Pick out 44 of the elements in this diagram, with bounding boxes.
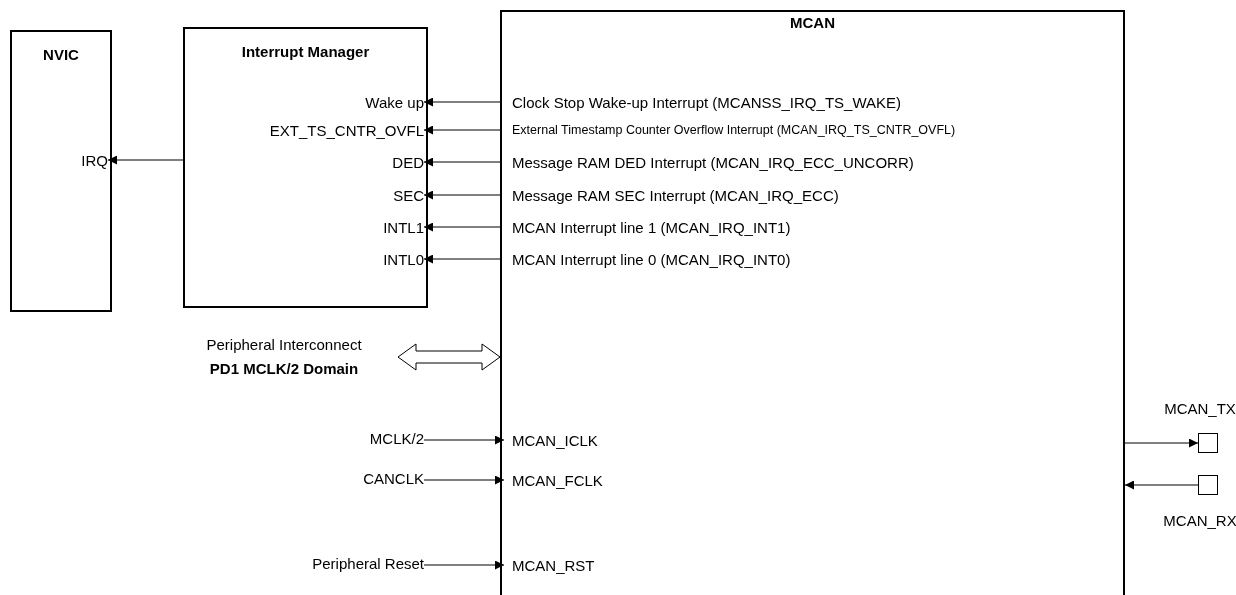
pin-label: MCAN_RX	[1163, 512, 1236, 529]
signal-label: Message RAM SEC Interrupt (MCAN_IRQ_ECC)	[504, 184, 1119, 206]
block-title: Interrupt Manager	[240, 43, 371, 60]
bus-label: Peripheral Interconnect	[206, 335, 362, 355]
signal-label: DED	[192, 151, 424, 173]
domain-label: PD1 MCLK/2 Domain	[209, 359, 359, 379]
block-title: MCAN	[789, 14, 836, 31]
signal-label: External Timestamp Counter Overflow Interrupt (MCAN_IRQ_TS_CNTR_OVFL)	[504, 119, 1119, 141]
signal-label: SEC	[192, 184, 424, 206]
signal-label: MCAN Interrupt line 1 (MCAN_IRQ_INT1)	[504, 216, 1119, 238]
arrow	[1124, 480, 1199, 490]
signal-label: Clock Stop Wake-up Interrupt (MCANSS_IRQ_TS_WAKE)	[504, 91, 1119, 113]
arrow	[1124, 438, 1199, 448]
signal-label: MCAN Interrupt line 0 (MCAN_IRQ_INT0)	[504, 248, 1119, 270]
signal-label: MCAN_RST	[504, 554, 704, 576]
signal-label: IRQ	[42, 149, 108, 171]
signal-label: CANCLK	[300, 467, 424, 489]
arrow	[423, 222, 501, 232]
arrow	[423, 254, 501, 264]
signal-label: INTL0	[192, 248, 424, 270]
signal-label: INTL1	[192, 216, 424, 238]
arrow	[423, 435, 505, 445]
block-box	[500, 10, 1125, 595]
block-title: NVIC	[42, 46, 80, 63]
pin-label: MCAN_TX	[1164, 400, 1236, 417]
arrow	[423, 475, 505, 485]
pin-pad	[1198, 475, 1218, 495]
signal-label: Peripheral Reset	[250, 552, 424, 574]
double-block-arrow	[397, 343, 501, 371]
signal-label: Message RAM DED Interrupt (MCAN_IRQ_ECC_UNCORR)	[504, 151, 1119, 173]
arrow	[423, 190, 501, 200]
signal-label: MCAN_ICLK	[504, 429, 704, 451]
signal-label: MCAN_FCLK	[504, 469, 704, 491]
block-box	[10, 30, 112, 312]
arrow	[423, 97, 501, 107]
arrow	[423, 560, 505, 570]
arrow	[107, 155, 184, 165]
signal-label: MCLK/2	[330, 427, 424, 449]
signal-label: Wake up	[192, 91, 424, 113]
arrow	[423, 157, 501, 167]
signal-label: EXT_TS_CNTR_OVFL	[192, 119, 424, 141]
arrow	[423, 125, 501, 135]
block-box	[183, 27, 428, 308]
pin-pad	[1198, 433, 1218, 453]
